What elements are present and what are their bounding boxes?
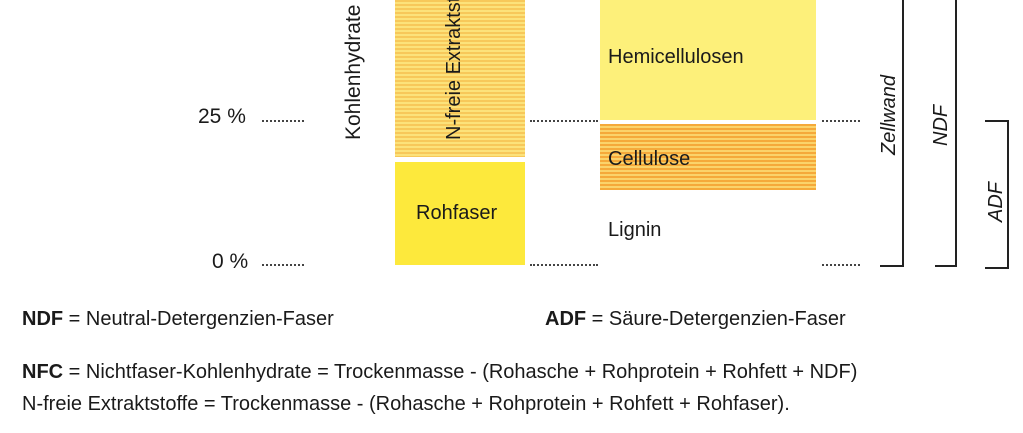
ndf-abbr: NDF (22, 308, 64, 330)
tick-label-25: 25 % (198, 105, 246, 128)
nfc-abbr: NFC (22, 361, 64, 383)
gridline-0-mid (530, 264, 598, 266)
rohfaser-bar (395, 162, 525, 265)
adf-text: = Säure-Detergenzien-Faser (586, 308, 846, 330)
ndf-text: = Neutral-Detergenzien-Faser (63, 308, 334, 330)
nfc-definition: NFC = Nichtfaser-Kohlenhydrate = Trocken… (22, 361, 857, 384)
adf-bracket (985, 120, 1009, 269)
gridline-25-mid (530, 120, 598, 122)
gridline-25-left (262, 120, 304, 122)
tick-label-0: 0 % (212, 250, 249, 273)
extraktstoffe-label: N-freie Extraktstoffe (443, 0, 465, 140)
hemicellulosen-label: Hemicellulosen (608, 46, 744, 68)
cellulose-bar (600, 124, 816, 190)
adf-bracket-label: ADF (985, 182, 1007, 222)
gridline-0-left (262, 264, 304, 266)
ndf-bracket-label: NDF (930, 104, 952, 146)
nfc-text: = Nichtfaser-Kohlenhydrate = Trockenmass… (63, 361, 858, 383)
nfree-definition: N-freie Extraktstoffe = Trockenmasse - (… (22, 393, 790, 415)
adf-abbr: ADF (545, 308, 587, 330)
adf-definition: ADF = Säure-Detergenzien-Faser (545, 308, 846, 331)
kohlenhydrate-label: Kohlenhydrate (342, 4, 365, 140)
ndf-bracket (935, 0, 957, 267)
rohfaser-label: Rohfaser (416, 202, 498, 224)
gridline-25-right (822, 120, 860, 122)
ndf-definition: NDF = Neutral-Detergenzien-Faser (22, 308, 334, 331)
cellulose-label: Cellulose (608, 148, 691, 170)
extraktstoffe-bar (395, 0, 525, 157)
zellwand-bracket (880, 0, 904, 267)
hemicellulosen-bar (600, 0, 816, 120)
lignin-label: Lignin (608, 219, 662, 241)
zellwand-label: Zellwand (878, 74, 900, 155)
gridline-0-right (822, 264, 860, 266)
